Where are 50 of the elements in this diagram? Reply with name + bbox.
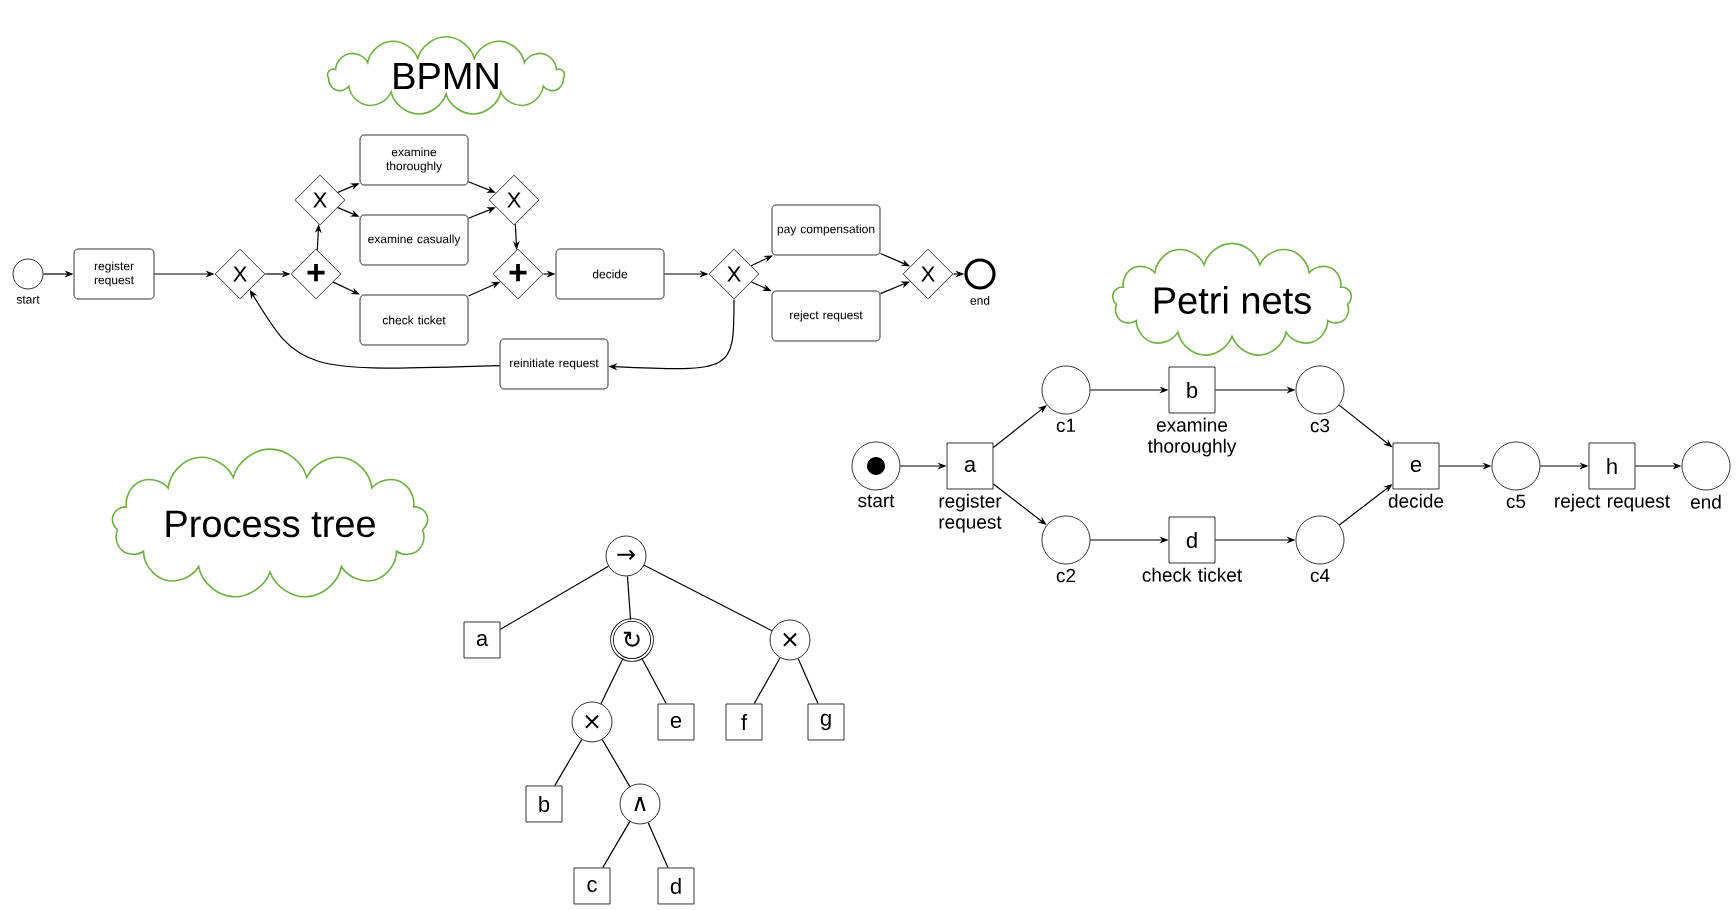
node-caption: examine thoroughly (1147, 417, 1237, 457)
node-caption: c2 (1056, 568, 1076, 583)
node-caption: register request (939, 493, 1002, 533)
connector-line (602, 821, 631, 869)
connector-line (797, 658, 819, 705)
node-caption: c1 (1056, 418, 1076, 433)
connector-line (643, 564, 773, 632)
transition-box: e (1392, 442, 1440, 490)
transition-box: a (946, 442, 994, 490)
node-caption: c5 (1506, 494, 1526, 509)
leaf-box: c (573, 867, 611, 905)
connector-line (600, 657, 624, 705)
transition-box: h (1588, 442, 1636, 490)
leaf-box: d (657, 867, 695, 905)
transition-box: b (1168, 366, 1216, 414)
arrow (992, 405, 1047, 449)
place-circle (1041, 515, 1091, 565)
connector-line (554, 739, 583, 787)
arrow (879, 281, 910, 295)
node-caption: c3 (1310, 418, 1330, 433)
transition-box: d (1168, 516, 1216, 564)
place-circle (1491, 441, 1541, 491)
place-circle (851, 441, 901, 491)
leaf-box: b (525, 785, 563, 823)
node-caption: decide (1388, 493, 1444, 508)
place-circle (1681, 441, 1731, 491)
node-caption: start (858, 494, 895, 508)
place-circle (1295, 515, 1345, 565)
node-caption: end (1690, 494, 1721, 509)
leaf-box: e (657, 703, 695, 741)
connector-line (601, 739, 631, 787)
leaf-box: g (807, 703, 845, 741)
connector-line (641, 657, 667, 705)
connector-line (499, 565, 609, 630)
connector-line (647, 822, 669, 869)
connector-line (626, 575, 632, 621)
leaf-box: f (725, 703, 763, 741)
cloud-label: Process tree (111, 448, 429, 598)
leaf-box: a (463, 621, 501, 659)
node-caption: reject request (1555, 493, 1670, 512)
arrow (332, 281, 360, 295)
place-circle (1041, 365, 1091, 415)
end-event-circle (964, 258, 996, 290)
cloud-label: Petri nets (1111, 242, 1353, 356)
start-event-circle (12, 258, 44, 290)
place-circle (1295, 365, 1345, 415)
node-caption: c4 (1310, 568, 1330, 583)
cloud-label: BPMN (326, 36, 566, 115)
node-caption: check ticket (1142, 567, 1242, 582)
connector-line (753, 657, 781, 705)
